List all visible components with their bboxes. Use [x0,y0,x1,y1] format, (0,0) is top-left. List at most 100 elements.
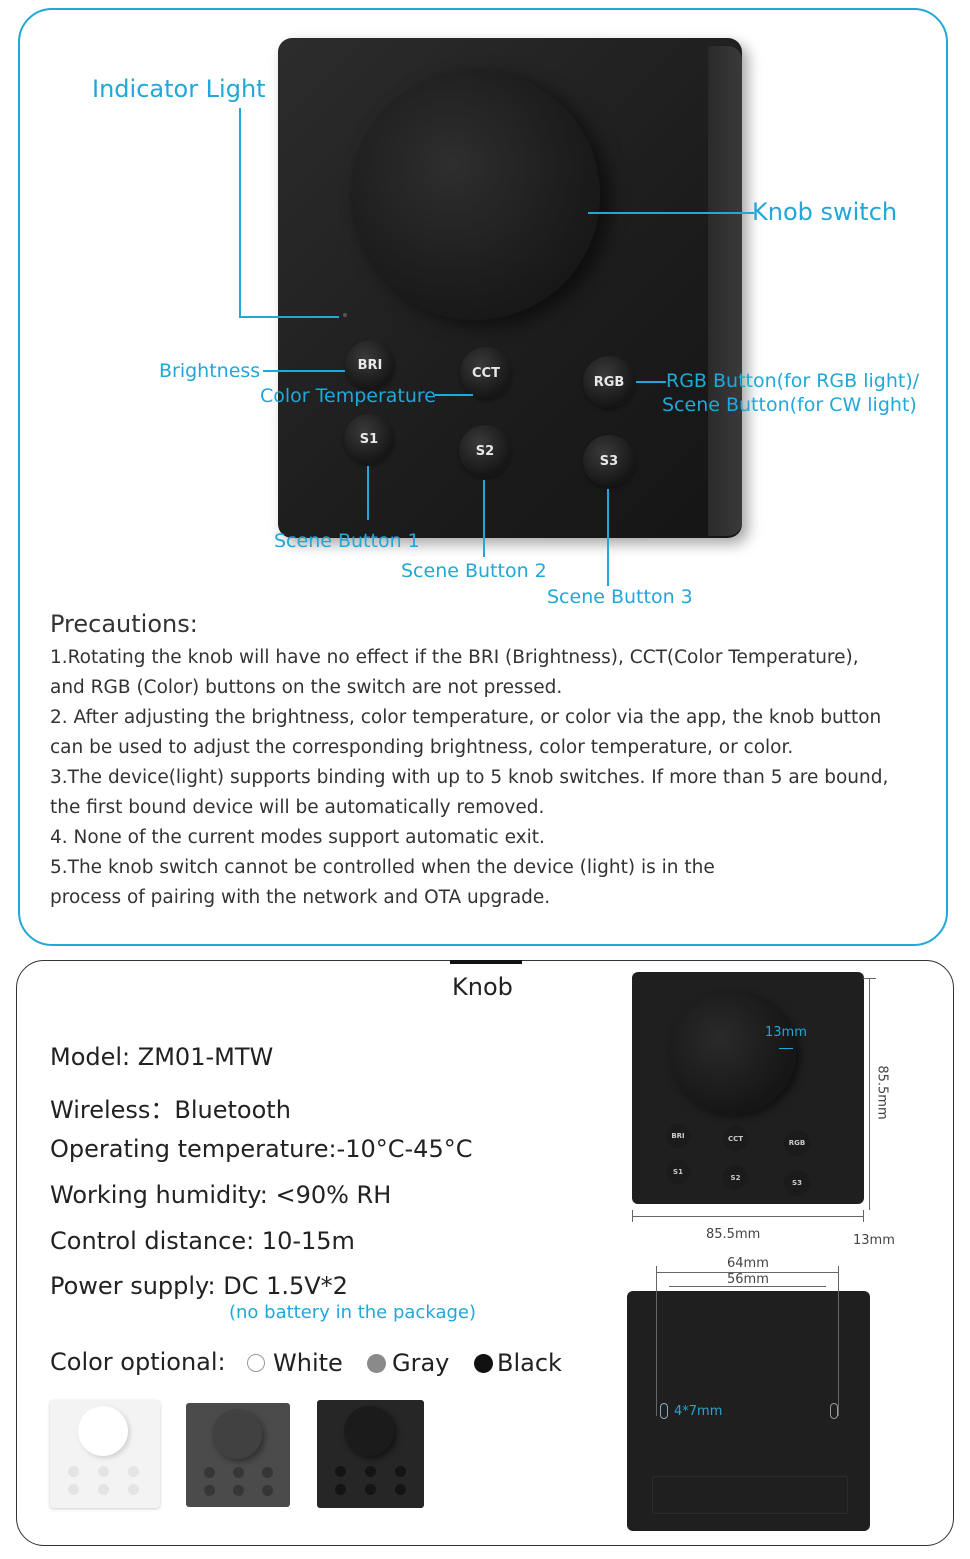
color-black-label: Black [497,1349,562,1377]
inner-spacing-line [669,1286,826,1287]
precaution-line: can be used to adjust the corresponding … [50,737,794,758]
height-dim: 85.5mm [874,1065,890,1120]
s3-leader [607,489,609,586]
thumbnail-gray [186,1403,290,1507]
thumb-button [128,1484,139,1495]
spec-working-humidity: Working humidity: <90% RH [50,1181,392,1209]
knob-leader [588,212,754,214]
thumb-button [395,1466,406,1477]
rgb-button-label-1: RGB Button(for RGB light)/ [666,370,920,392]
spec-model: Model: ZM01-MTW [50,1043,274,1071]
height-dim-cap-top [863,978,876,979]
outer-spacing-dim: 64mm [727,1256,769,1271]
precautions-list: 1.Rotating the knob will have no effect … [50,643,888,913]
spec-operating-temperature: Operating temperature:-10°C-45°C [50,1135,473,1163]
back-view-recess [652,1476,848,1514]
scene-button-1-label: Scene Button 1 [274,530,420,552]
precaution-line: and RGB (Color) buttons on the switch ar… [50,677,563,698]
front-bri-button: BRI [666,1124,690,1148]
height-dim-line [869,978,870,1210]
thumb-button [233,1485,244,1496]
brightness-label: Brightness [159,360,261,382]
thumb-button [204,1485,215,1496]
rgb-button: RGB [583,356,635,408]
scene-button-2-label: Scene Button 2 [401,560,547,582]
width-dim: 85.5mm [706,1227,761,1242]
precaution-line: 5.The knob switch cannot be controlled w… [50,857,715,878]
thumb-button [98,1484,109,1495]
precaution-line: 4. None of the current modes support aut… [50,827,545,848]
thumb-button [365,1484,376,1495]
swatch-gray-icon [367,1354,386,1373]
outer-spacing-line [656,1272,839,1273]
thumb-knob [78,1406,128,1456]
color-gray-label: Gray [392,1349,450,1377]
s2-leader [483,480,485,557]
precaution-line: 3.The device(light) supports binding wit… [50,767,889,788]
cct-button: CCT [460,347,512,399]
knob-depth-tick [779,1048,793,1049]
spec-power-supply: Power supply: DC 1.5V*2 [50,1272,348,1300]
slot-dim: 4*7mm [674,1404,723,1419]
knob-switch-label: Knob switch [752,198,898,226]
width-dim-line [632,1216,864,1217]
thumb-button [68,1466,79,1477]
thumb-button [335,1466,346,1477]
thumb-button [68,1484,79,1495]
spec-wireless: Wireless：Bluetooth [50,1096,291,1124]
s3-button: S3 [583,435,635,487]
color-temperature-label: Color Temperature [260,385,437,407]
precaution-line: 1.Rotating the knob will have no effect … [50,647,859,668]
power-note: (no battery in the package) [229,1302,476,1323]
thumb-knob [212,1409,262,1459]
device-edge [708,46,742,536]
front-s3-button: S3 [784,1170,810,1196]
thumb-button [98,1466,109,1477]
cct-leader [435,394,473,396]
front-view-knob [668,992,796,1114]
rgb-leader [636,381,666,383]
knob-depth-dim: 13mm [765,1025,807,1040]
color-optional-label: Color optional: [50,1348,226,1376]
slot-left-icon [660,1403,668,1419]
width-dim-cap-right [863,1210,864,1222]
thumbnail-white [50,1400,160,1508]
outer-spacing-cap-left [656,1266,657,1416]
width-dim-cap-left [632,1210,633,1222]
brightness-leader [263,370,345,372]
precaution-line: the first bound device will be automatic… [50,797,545,818]
indicator-light-label: Indicator Light [92,75,266,103]
thumbnail-black [317,1400,424,1508]
scene-button-3-label: Scene Button 3 [547,586,693,608]
swatch-white-icon [247,1354,265,1372]
slot-right-icon [830,1403,838,1419]
feature-card [18,8,948,946]
precaution-line: 2. After adjusting the brightness, color… [50,707,882,728]
s1-leader [367,466,369,520]
thumb-button [365,1466,376,1477]
thumb-button [204,1467,215,1478]
thumb-button [262,1467,273,1478]
swatch-black-icon [474,1354,493,1373]
thumb-button [395,1484,406,1495]
indicator-leader-v [239,108,241,318]
thumb-button [262,1485,273,1496]
front-s2-button: S2 [723,1165,748,1190]
rgb-button-label-2: Scene Button(for CW light) [662,394,917,416]
s1-button: S1 [344,414,394,464]
specs-header: Knob [452,973,513,1001]
front-s1-button: S1 [666,1160,690,1184]
header-tab-bar [450,960,522,964]
inner-spacing-dim: 56mm [727,1272,769,1287]
knob [350,70,600,320]
outer-spacing-cap-right [838,1266,839,1416]
color-white-label: White [273,1349,343,1377]
front-cct-button: CCT [723,1126,748,1151]
spec-control-distance: Control distance: 10-15m [50,1227,355,1255]
thumb-knob [344,1406,394,1456]
indicator-light-dot [343,313,347,317]
bri-button: BRI [345,340,395,390]
front-rgb-button: RGB [784,1130,810,1156]
thumb-button [233,1467,244,1478]
precautions-title: Precautions: [50,610,198,638]
